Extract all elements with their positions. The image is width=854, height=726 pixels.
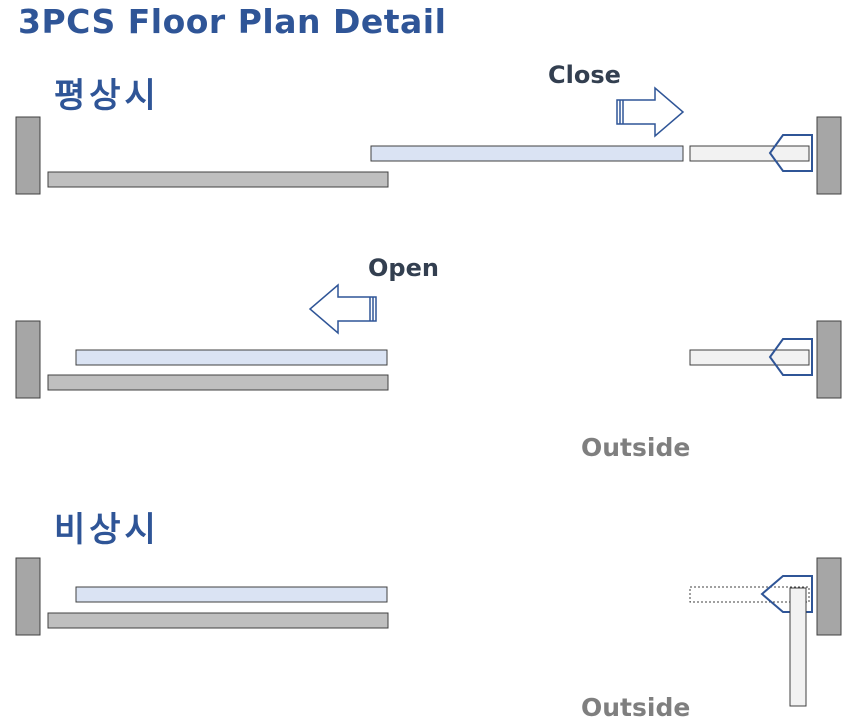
end-panel-ghost xyxy=(689,586,810,603)
row-closed xyxy=(15,86,842,195)
end-panel xyxy=(689,145,810,162)
diagram-title: 3PCS Floor Plan Detail xyxy=(18,2,447,41)
row-open xyxy=(15,283,842,399)
left-wall xyxy=(15,557,41,636)
outside-label-bottom: Outside xyxy=(581,693,691,722)
left-wall xyxy=(15,116,41,195)
sliding-panel xyxy=(370,145,684,162)
door-stop-bracket xyxy=(768,134,813,172)
end-panel xyxy=(689,349,810,366)
close-arrow-icon xyxy=(616,86,685,138)
sliding-panel xyxy=(75,586,388,603)
outside-label-middle: Outside xyxy=(581,433,691,462)
open-arrow-icon xyxy=(308,283,377,335)
fixed-panel xyxy=(47,171,389,188)
door-stop-bracket xyxy=(760,575,813,613)
door-stop-bracket xyxy=(768,338,813,376)
right-wall xyxy=(816,320,842,399)
left-wall xyxy=(15,320,41,399)
emergency-state-label: 비상시 xyxy=(54,510,160,550)
right-wall xyxy=(816,557,842,636)
normal-state-label: 평상시 xyxy=(54,76,160,116)
fixed-panel xyxy=(47,612,389,629)
sliding-panel xyxy=(75,349,388,366)
close-label: Close xyxy=(548,61,621,89)
end-panel-swung xyxy=(789,587,807,707)
row-emergency xyxy=(15,557,842,707)
open-label: Open xyxy=(368,254,439,282)
fixed-panel xyxy=(47,374,389,391)
right-wall xyxy=(816,116,842,195)
